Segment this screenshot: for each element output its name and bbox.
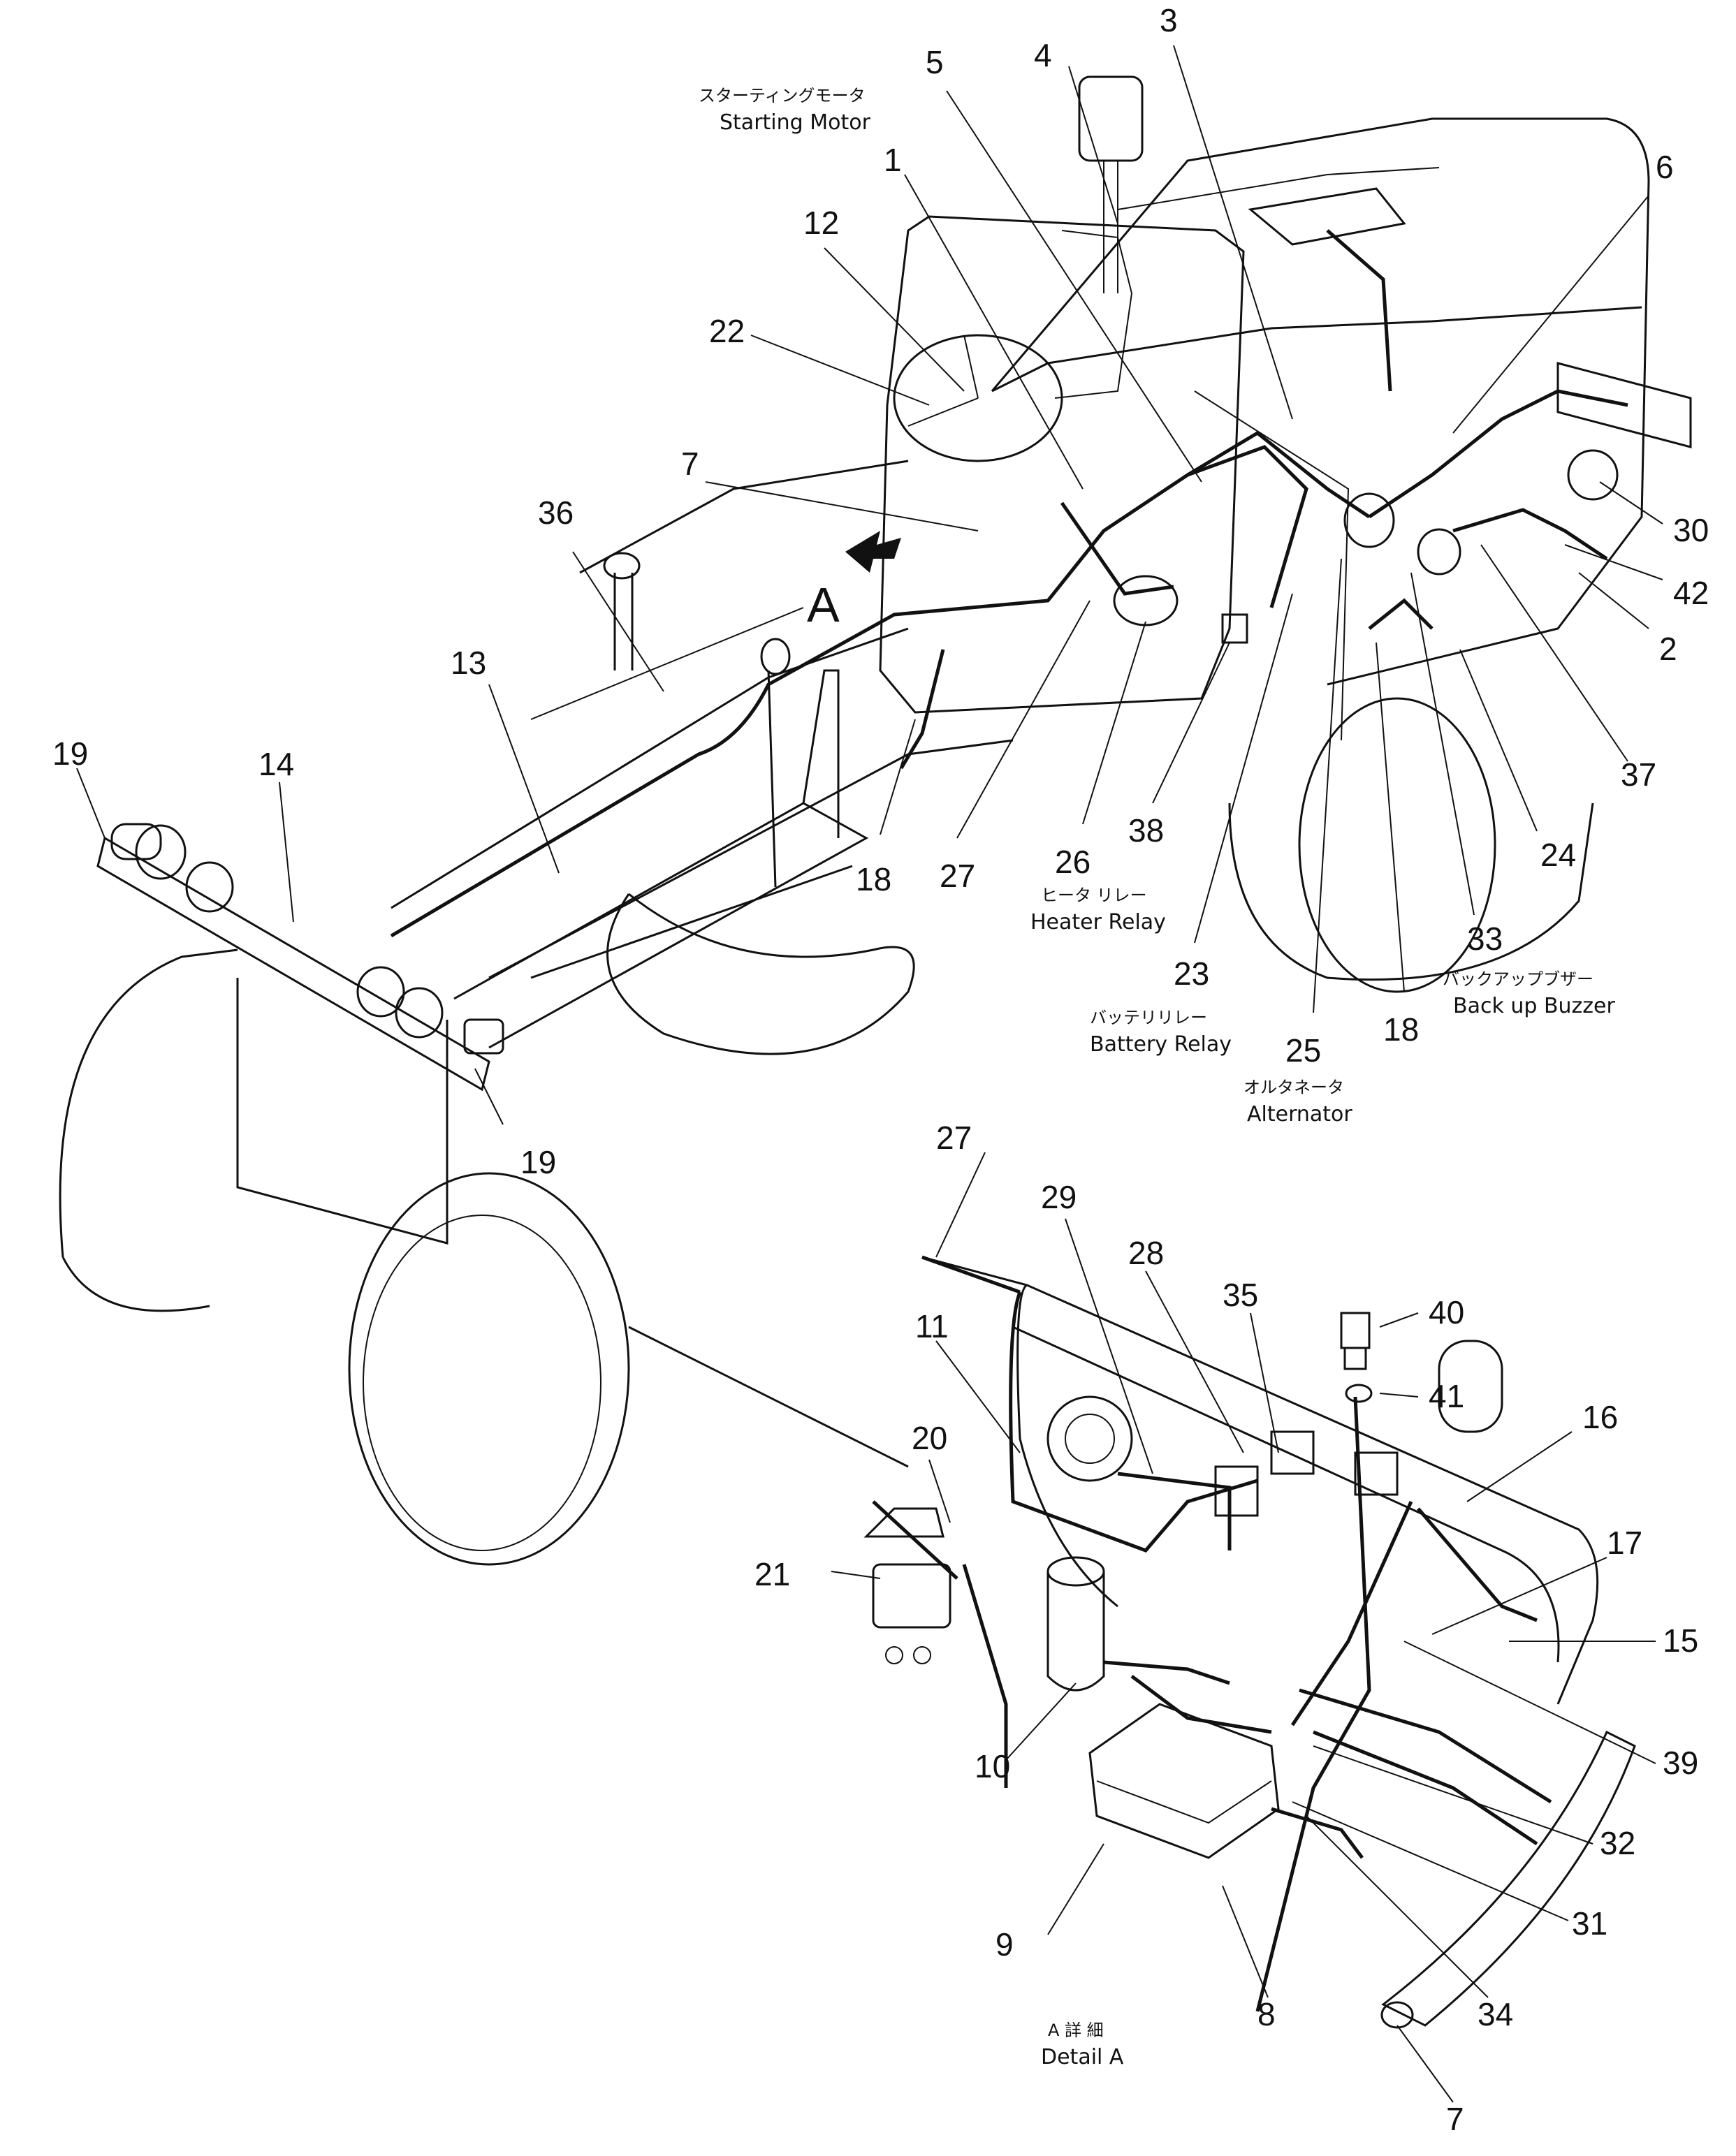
component-labels: スターティングモータ Starting Motor ヒータ リレー Heater… (699, 86, 1616, 2069)
heater-relay-label-jp: ヒータ リレー (1041, 886, 1147, 905)
callout-18b: 18 (1383, 1011, 1419, 1048)
callout-22: 22 (709, 313, 745, 349)
callout-31: 31 (1572, 1905, 1607, 1942)
detail-a-drawing (863, 1255, 1636, 2029)
callout-4: 4 (1034, 37, 1052, 73)
callout-36: 36 (538, 494, 574, 531)
callout-17: 17 (1607, 1525, 1642, 1561)
callout-19a: 19 (52, 735, 88, 772)
detail-a-label-en: Detail A (1041, 2045, 1124, 2069)
alternator-label-jp: オルタネータ (1243, 1078, 1344, 1097)
callout-38: 38 (1128, 812, 1164, 849)
callout-11: 11 (915, 1308, 949, 1344)
callout-25: 25 (1285, 1032, 1321, 1069)
machine-drawing (59, 75, 1692, 1566)
callout-28: 28 (1128, 1235, 1164, 1271)
callout-16: 16 (1582, 1399, 1618, 1435)
callout-20: 20 (912, 1420, 947, 1456)
view-marker-a: A (807, 578, 840, 632)
callout-2: 2 (1659, 631, 1677, 667)
callout-24: 24 (1540, 837, 1576, 873)
callout-21: 21 (754, 1556, 790, 1592)
callout-12: 12 (803, 205, 839, 241)
callout-9: 9 (995, 1926, 1014, 1963)
callout-27-detail: 27 (936, 1120, 972, 1156)
callout-10: 10 (975, 1748, 1010, 1784)
starting-motor-label-en: Starting Motor (720, 110, 871, 135)
callout-35: 35 (1223, 1277, 1258, 1313)
callout-40: 40 (1429, 1294, 1464, 1330)
callout-33: 33 (1467, 921, 1503, 957)
callout-13: 13 (451, 645, 486, 681)
leader-lines (76, 45, 1663, 1125)
callout-19b: 19 (520, 1144, 556, 1180)
battery-relay-label-en: Battery Relay (1090, 1032, 1232, 1057)
part-number-callouts: 3 4 5 1 6 12 22 7 36 13 30 42 2 37 24 33… (52, 2, 1709, 2137)
callout-7: 7 (681, 446, 699, 482)
detail-leader-lines (831, 1152, 1656, 2103)
callout-6: 6 (1656, 149, 1674, 185)
battery-relay-label-jp: バッテリリレー (1090, 1008, 1207, 1027)
callout-30: 30 (1673, 512, 1709, 548)
callout-14: 14 (258, 746, 294, 782)
callout-8: 8 (1257, 1996, 1276, 2032)
callout-23: 23 (1174, 955, 1209, 992)
callout-37: 37 (1621, 756, 1656, 793)
callout-7-detail: 7 (1446, 2101, 1464, 2137)
callout-29: 29 (1041, 1179, 1077, 1215)
alternator-label-en: Alternator (1247, 1102, 1352, 1127)
callout-27: 27 (940, 858, 975, 894)
callout-26: 26 (1055, 844, 1091, 880)
callout-34: 34 (1478, 1996, 1513, 2032)
callout-41: 41 (1429, 1378, 1464, 1414)
callout-39: 39 (1663, 1745, 1698, 1781)
starting-motor-label-jp: スターティングモータ (699, 86, 866, 105)
callout-18: 18 (856, 861, 891, 897)
callout-42: 42 (1673, 575, 1709, 611)
detail-a-label-jp: A 詳 細 (1048, 2021, 1104, 2040)
callout-3: 3 (1160, 2, 1178, 38)
backup-buzzer-label-jp: バックアップブザー (1443, 969, 1593, 989)
callout-32: 32 (1600, 1825, 1635, 1861)
callout-1: 1 (884, 142, 902, 178)
heater-relay-label-en: Heater Relay (1030, 910, 1166, 934)
backup-buzzer-label-en: Back up Buzzer (1453, 994, 1616, 1018)
callout-5: 5 (926, 44, 944, 80)
callout-15: 15 (1663, 1622, 1698, 1659)
